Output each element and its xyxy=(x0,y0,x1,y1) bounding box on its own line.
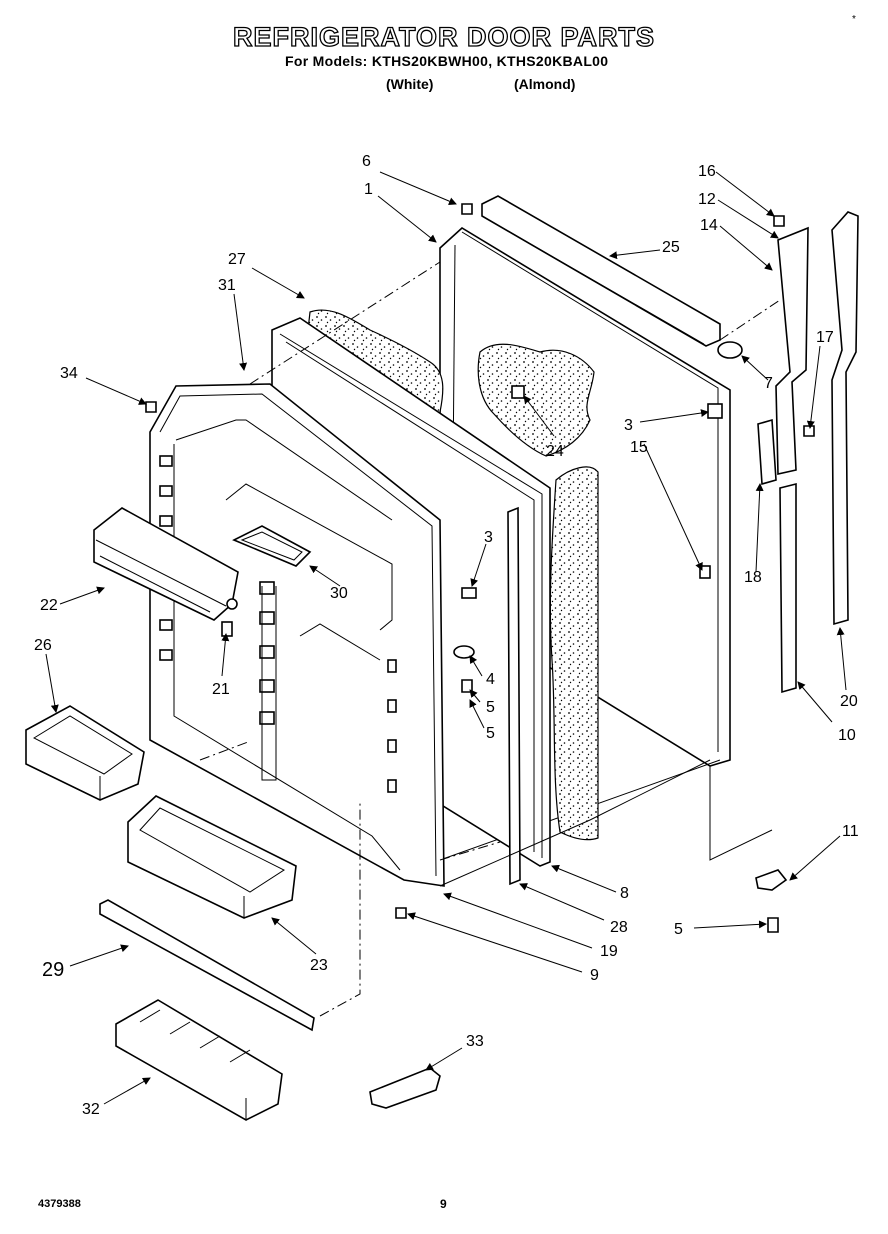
hinge-assembly xyxy=(453,211,859,891)
callout-28: 28 xyxy=(610,919,628,936)
callout-11: 11 xyxy=(842,823,859,840)
callout-12: 12 xyxy=(698,191,716,208)
door-bin-small xyxy=(25,705,145,801)
callout-5-mid: 5 xyxy=(486,699,495,716)
callout-4: 4 xyxy=(486,671,495,688)
variant-white-label: (White) xyxy=(386,76,434,92)
callout-33: 33 xyxy=(466,1033,484,1050)
callout-30: 30 xyxy=(330,585,348,602)
callout-16: 16 xyxy=(698,163,716,180)
callout-20: 20 xyxy=(840,693,858,710)
callout-26: 26 xyxy=(34,637,52,654)
document-number: 4379388 xyxy=(38,1198,81,1210)
variant-almond-label: (Almond) xyxy=(514,76,576,92)
callout-34: 34 xyxy=(60,365,78,382)
callout-14: 14 xyxy=(700,217,718,234)
callout-7: 7 xyxy=(764,375,773,392)
callout-labels: 1 3 3 4 5 5 5 6 7 8 9 10 11 12 14 15 16 … xyxy=(34,153,859,1118)
callout-15: 15 xyxy=(630,439,648,456)
callout-8: 8 xyxy=(620,885,629,902)
callout-19: 19 xyxy=(600,943,618,960)
callout-25: 25 xyxy=(662,239,680,256)
page-number: 9 xyxy=(440,1197,447,1211)
callout-1: 1 xyxy=(364,181,373,198)
callout-3-lower: 3 xyxy=(484,529,493,546)
callout-17: 17 xyxy=(816,329,834,346)
models-line: For Models: KTHS20KBWH00, KTHS20KBAL00 xyxy=(285,53,609,69)
callout-18: 18 xyxy=(744,569,762,586)
page-title: REFRIGERATOR DOOR PARTS xyxy=(232,21,655,52)
foam-insulation-lower xyxy=(549,466,599,841)
callout-5-right: 5 xyxy=(674,921,683,938)
egg-tray xyxy=(115,999,283,1121)
callout-24: 24 xyxy=(546,443,564,460)
callout-29: 29 xyxy=(42,959,64,981)
callout-6: 6 xyxy=(362,153,371,170)
leader-lines xyxy=(45,171,847,1105)
callout-32: 32 xyxy=(82,1101,100,1118)
bottom-trim-strip xyxy=(99,899,315,1032)
panel-label-patch xyxy=(477,343,595,457)
callout-31: 31 xyxy=(218,277,236,294)
bracket xyxy=(369,1067,441,1109)
panel-clip xyxy=(511,385,525,399)
callout-22: 22 xyxy=(40,597,58,614)
door-inner-liner xyxy=(149,383,445,887)
callout-9: 9 xyxy=(590,967,599,984)
callout-27: 27 xyxy=(228,251,246,268)
callout-5-low: 5 xyxy=(486,725,495,742)
door-bin-large xyxy=(127,795,297,919)
callout-23: 23 xyxy=(310,957,328,974)
callout-10: 10 xyxy=(838,727,856,744)
door-seal-strip xyxy=(507,506,521,886)
callout-3-upper: 3 xyxy=(624,417,633,434)
callout-21: 21 xyxy=(212,681,230,698)
corner-mark: * xyxy=(852,14,856,25)
screws xyxy=(145,203,815,933)
